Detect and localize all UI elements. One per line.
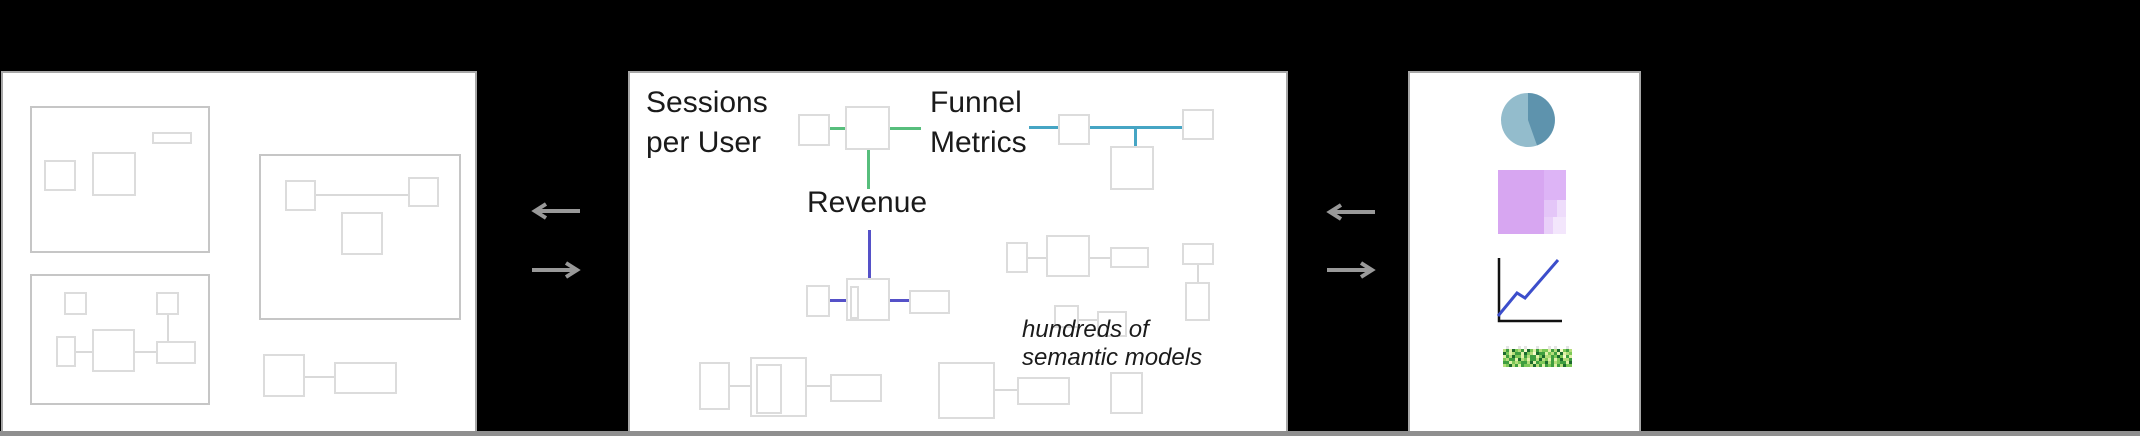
funnel-metrics-label: Funnel Metrics: [930, 86, 1027, 159]
model-box: [156, 341, 196, 364]
model-box: [1058, 114, 1090, 145]
model-box: [850, 286, 859, 319]
model-box: [1110, 372, 1143, 414]
model-box: [263, 354, 305, 397]
model-box: [1017, 377, 1070, 405]
model-box: [56, 336, 76, 367]
model-box: [1097, 311, 1127, 337]
model-box: [1110, 247, 1149, 268]
arrow-right-icon: [532, 261, 581, 279]
connector-line: [1197, 265, 1199, 282]
model-box: [845, 106, 890, 150]
connector-line: [167, 315, 169, 341]
revenue-label: Revenue: [807, 186, 928, 219]
connector-line: [135, 351, 156, 353]
model-group-box: [30, 274, 210, 405]
model-box: [699, 362, 730, 410]
model-box: [1006, 242, 1028, 273]
green-connector: [867, 150, 870, 189]
model-group-box: [30, 106, 210, 253]
sessions-per-user-label: Sessions per User: [646, 86, 768, 159]
model-box: [806, 285, 830, 317]
blue-connector: [890, 299, 909, 302]
arrow-left-icon: [531, 202, 580, 220]
model-box: [1185, 282, 1210, 321]
model-box: [1110, 146, 1154, 190]
model-box: [152, 132, 192, 144]
arrow-right-icon: [1327, 261, 1376, 279]
model-box: [334, 362, 397, 394]
model-group-box: [259, 154, 461, 320]
model-box: [285, 180, 316, 211]
model-box: [92, 152, 136, 196]
heatmap-icon: [1503, 346, 1572, 367]
model-box: [830, 374, 882, 402]
model-box: [156, 292, 179, 315]
panel-chart-icons: [1408, 71, 1641, 433]
model-box: [341, 212, 383, 255]
pie-chart-icon: [1501, 93, 1555, 147]
model-box: [92, 329, 135, 372]
model-box: [756, 364, 782, 414]
connector-line: [305, 376, 334, 378]
blue-connector: [830, 299, 846, 302]
panel-labeled-metrics: Sessions per User Funnel Metrics Revenue…: [628, 71, 1288, 433]
hundreds-of-models-annotation: hundreds of semantic models: [1022, 316, 1203, 371]
green-connector: [890, 127, 921, 130]
connector-line: [807, 385, 830, 387]
model-box: [938, 362, 995, 419]
green-connector: [830, 127, 845, 130]
model-box: [64, 292, 87, 315]
model-box: [1054, 305, 1079, 328]
treemap-icon: [1498, 170, 1566, 234]
teal-connector: [1029, 126, 1058, 129]
teal-connector: [1134, 126, 1137, 147]
baseline-strip: [0, 431, 2140, 436]
panel-unlabeled-models: [1, 71, 477, 433]
model-box: [1182, 109, 1214, 140]
connector-line: [1079, 319, 1097, 321]
model-box: [1182, 243, 1214, 265]
model-box: [909, 290, 950, 314]
connector-line: [995, 389, 1017, 391]
connector-line: [1090, 257, 1110, 259]
model-box: [798, 114, 830, 146]
arrow-left-icon: [1326, 203, 1375, 221]
model-box: [44, 160, 76, 191]
model-box: [1046, 235, 1090, 277]
blue-connector: [868, 230, 871, 278]
connector-line: [76, 351, 92, 353]
line-chart-icon: [1497, 258, 1562, 323]
connector-line: [1028, 257, 1046, 259]
model-box: [408, 177, 439, 207]
connector-line: [730, 385, 750, 387]
connector-line: [316, 194, 408, 196]
